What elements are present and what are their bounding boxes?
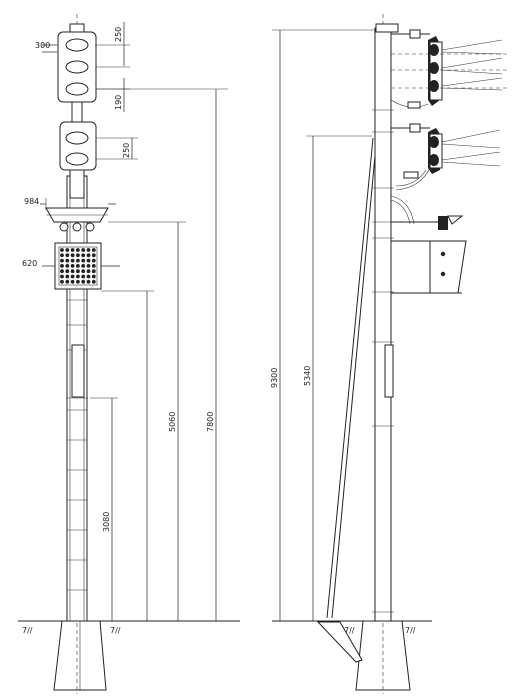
front-dim-bracket-width: 984 xyxy=(24,197,116,210)
side-pole-cap xyxy=(375,23,399,33)
side-brace xyxy=(316,137,377,663)
led-dot xyxy=(76,274,80,279)
side-pedestrian-panel xyxy=(391,240,467,294)
led-dot xyxy=(81,274,86,279)
led-dot xyxy=(86,274,91,279)
led-dot xyxy=(91,264,96,268)
front-dim-lamp-spacing: 250 190 xyxy=(96,22,130,112)
front-ground-label-left: 7// xyxy=(22,626,33,635)
led-dot xyxy=(65,264,70,268)
side-view: 7// 7// xyxy=(270,14,510,694)
led-dot xyxy=(91,279,96,284)
led-dot xyxy=(70,264,75,268)
led-dot xyxy=(60,258,64,263)
led-dot xyxy=(81,253,86,258)
led-dot xyxy=(86,264,91,268)
front-dim-height-signal xyxy=(108,221,186,621)
led-dot xyxy=(91,253,96,258)
front-view: 7// 7// xyxy=(18,14,240,694)
led-dot xyxy=(91,274,96,279)
led-dot xyxy=(86,258,91,263)
front-dim-lamp-spacing-top-label: 250 xyxy=(114,27,123,42)
side-pole xyxy=(374,27,392,622)
led-dot xyxy=(70,269,75,274)
front-dim-lamp-gap-label: 190 xyxy=(114,95,123,110)
led-dot xyxy=(60,253,64,258)
led-dot xyxy=(76,258,80,263)
front-led-grid xyxy=(60,248,96,284)
led-dot xyxy=(86,253,91,258)
led-dot xyxy=(76,253,80,258)
led-dot xyxy=(81,269,86,274)
side-dim-height-total: 9300 xyxy=(270,29,376,621)
side-dim-height-total-label: 9300 xyxy=(270,368,279,388)
led-dot xyxy=(65,248,70,252)
front-dim-lamp-diameter-label: 300 xyxy=(35,41,50,50)
front-dim-height-total-label: 7800 xyxy=(206,412,215,432)
front-dim-height-lower-signal: 3080 xyxy=(90,397,118,621)
front-dim-height-panel: 5060 xyxy=(101,290,177,621)
led-dot xyxy=(70,248,75,252)
led-dot xyxy=(76,269,80,274)
front-signal-head-upper xyxy=(57,23,97,123)
side-dim-height-upper-arm-label: 5340 xyxy=(303,366,312,386)
led-dot xyxy=(70,258,75,263)
led-dot xyxy=(70,279,75,284)
side-signal-upper xyxy=(390,29,510,109)
side-ground-label-right: 7// xyxy=(405,626,416,635)
side-pole-cabinet xyxy=(384,344,394,398)
front-bracket xyxy=(45,207,109,232)
led-dot xyxy=(81,248,86,252)
side-bracket xyxy=(390,195,464,230)
front-dim-panel-width: 620 xyxy=(22,259,120,268)
front-dim-lamp-spacing-lower: 250 xyxy=(96,137,138,160)
led-dot xyxy=(70,274,75,279)
side-signal-lower xyxy=(391,123,501,191)
front-pole-cabinet xyxy=(71,344,85,398)
led-dot xyxy=(91,248,96,252)
led-dot xyxy=(76,279,80,284)
front-dim-height-panel-label: 5060 xyxy=(168,412,177,432)
led-dot xyxy=(76,264,80,268)
side-dim-height-upper-arm: 5340 xyxy=(303,135,372,621)
led-dot xyxy=(86,248,91,252)
front-dim-bracket-width-label: 984 xyxy=(24,197,39,206)
side-ground-label-left: 7// xyxy=(344,626,355,635)
led-dot xyxy=(81,279,86,284)
front-signal-head-lower xyxy=(59,121,97,199)
led-dot xyxy=(91,269,96,274)
led-dot xyxy=(86,269,91,274)
led-dot xyxy=(60,269,64,274)
front-dim-height-lower-signal-label: 3080 xyxy=(102,512,111,532)
led-dot xyxy=(81,258,86,263)
led-dot xyxy=(65,269,70,274)
front-dim-lamp-spacing-lower-label: 250 xyxy=(122,143,131,158)
led-dot xyxy=(86,279,91,284)
side-pole-joints xyxy=(372,109,394,613)
led-dot xyxy=(60,274,64,279)
led-dot xyxy=(70,253,75,258)
led-dot xyxy=(76,248,80,252)
front-pedestrian-panel xyxy=(54,242,102,290)
front-ground-label-right: 7// xyxy=(110,626,121,635)
led-dot xyxy=(60,279,64,284)
led-dot xyxy=(60,264,64,268)
led-dot xyxy=(65,279,70,284)
led-dot xyxy=(65,274,70,279)
led-dot xyxy=(65,253,70,258)
front-dim-panel-width-label: 620 xyxy=(22,259,37,268)
led-dot xyxy=(81,264,86,268)
front-dim-lamp-diameter: 300 xyxy=(35,41,57,53)
led-dot xyxy=(60,248,64,252)
led-dot xyxy=(65,258,70,263)
front-dim-height-total: 7800 xyxy=(96,88,228,621)
led-dot xyxy=(91,258,96,263)
